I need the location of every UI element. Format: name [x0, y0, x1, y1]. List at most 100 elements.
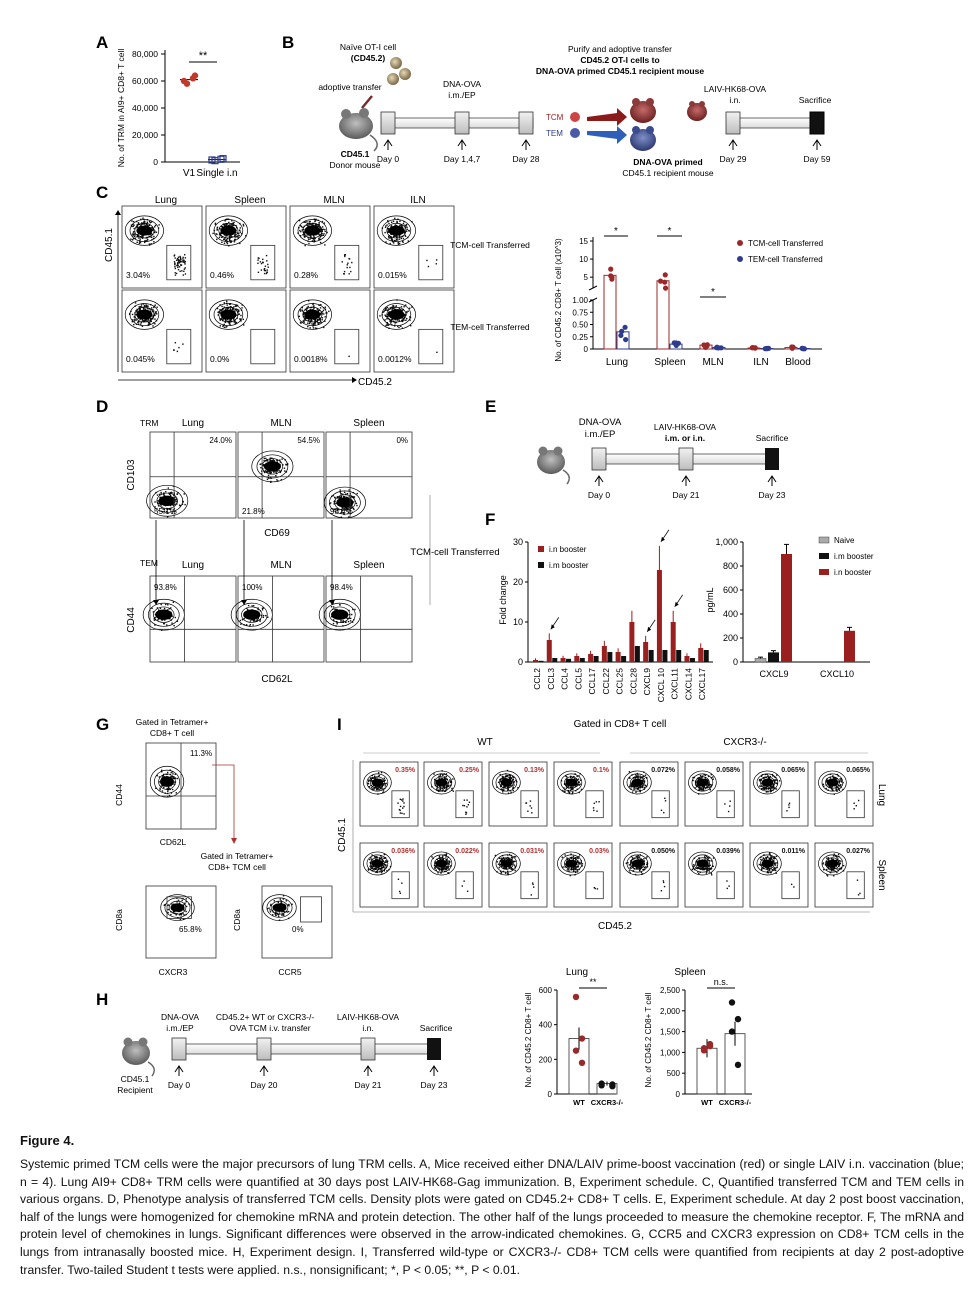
plot-dot — [158, 781, 160, 783]
plot-dot — [379, 315, 381, 317]
tem-recipient-mouse-icon — [630, 126, 656, 151]
plot-dot — [153, 313, 156, 315]
plot-dot — [774, 866, 776, 869]
plot-dot — [133, 320, 136, 322]
plot-dot — [342, 620, 344, 622]
plot-dot — [403, 316, 406, 319]
plot-dot — [184, 273, 187, 275]
plot-dot — [514, 865, 516, 868]
plot-dot — [301, 306, 303, 309]
plot-dot — [569, 874, 571, 877]
plot-dot — [182, 274, 185, 276]
plot-dot — [330, 502, 332, 504]
plot-dot — [172, 910, 175, 913]
plot-dot — [355, 502, 358, 505]
plot-dot — [171, 622, 173, 624]
plot-dot — [706, 855, 708, 858]
plot-dot — [507, 789, 509, 791]
plot-dot — [574, 784, 577, 787]
plot-dot — [662, 881, 665, 884]
plot-dot — [239, 319, 242, 321]
plot-dot — [445, 854, 448, 856]
plot-dot — [639, 785, 642, 788]
plot-dot — [403, 805, 405, 808]
g-x1: CD62L — [160, 837, 187, 847]
plot-dot — [442, 774, 444, 776]
plot-dot — [336, 623, 338, 625]
f-bar-in — [533, 660, 538, 662]
e-mouse-icon — [537, 446, 570, 485]
panel-a-xlabel-single: Single i.n — [196, 168, 237, 179]
plot-dot — [373, 788, 375, 790]
f-bar-im — [552, 658, 558, 662]
plot-dot — [143, 304, 146, 307]
plot-dot — [318, 233, 320, 235]
plot-dot — [320, 303, 322, 306]
f-xlabel: CCL22 — [601, 668, 611, 695]
plot-dot — [257, 257, 259, 259]
plot-dot — [434, 867, 436, 870]
plot-dot — [163, 786, 165, 789]
plot-dot — [140, 218, 142, 221]
plot-dot — [171, 903, 173, 905]
plot-dot — [506, 769, 509, 772]
plot-dot — [302, 234, 304, 236]
plot-dot — [707, 781, 710, 783]
plot-dot — [405, 223, 408, 226]
plot-dot — [704, 867, 707, 869]
d-pct-top: 0% — [396, 436, 408, 445]
plot-dot — [165, 773, 167, 776]
plot-dot — [511, 863, 513, 866]
plot-dot — [447, 784, 449, 787]
plot-dot — [513, 864, 516, 866]
plot-dot — [174, 272, 176, 274]
plot-dot — [345, 508, 347, 511]
plot-dot — [157, 619, 159, 621]
plot-contour — [158, 773, 176, 790]
plot-dot — [233, 221, 235, 224]
plot-dot — [399, 812, 402, 814]
plot-contour — [154, 769, 180, 794]
plot-dot — [147, 238, 149, 241]
plot-dot — [385, 324, 387, 327]
plot-dot — [151, 226, 153, 229]
plot-dot — [384, 319, 386, 321]
plot-dot — [577, 857, 579, 860]
plot-contour — [235, 602, 268, 627]
plot-dot — [763, 788, 765, 790]
plot-dot — [352, 608, 354, 611]
c-data-point — [623, 336, 629, 343]
plot-dot — [169, 494, 172, 497]
plot-dot — [318, 309, 321, 312]
plot-dot — [386, 313, 389, 316]
plot-dot — [178, 259, 181, 262]
plot-dot — [767, 791, 769, 793]
plot-dot — [339, 496, 342, 499]
g-pct1: 11.3% — [190, 749, 212, 758]
f-arrow-icon — [674, 601, 679, 607]
c-xlabel: MLN — [702, 357, 723, 368]
c-data-point — [618, 332, 624, 339]
plot-dot — [663, 811, 665, 814]
plot-dot — [572, 867, 575, 869]
plot-dot — [699, 867, 702, 870]
plot-dot — [319, 313, 322, 316]
plot-contour — [136, 309, 153, 320]
plot-dot — [163, 622, 166, 625]
plot-dot — [238, 313, 240, 315]
plot-dot — [758, 780, 761, 782]
plot-dot — [384, 864, 387, 866]
plot-dot — [184, 263, 186, 265]
plot-dot — [222, 318, 225, 320]
plot-dot — [382, 866, 384, 869]
plot-contour — [241, 606, 263, 623]
plot-dot — [706, 867, 708, 870]
plot-dot — [775, 872, 777, 874]
plot-dot — [562, 866, 564, 868]
plot-dot — [249, 623, 252, 626]
plot-dot — [281, 458, 283, 460]
plot-dot — [307, 300, 310, 302]
plot-dot — [226, 320, 229, 322]
plot-dot — [316, 327, 318, 330]
